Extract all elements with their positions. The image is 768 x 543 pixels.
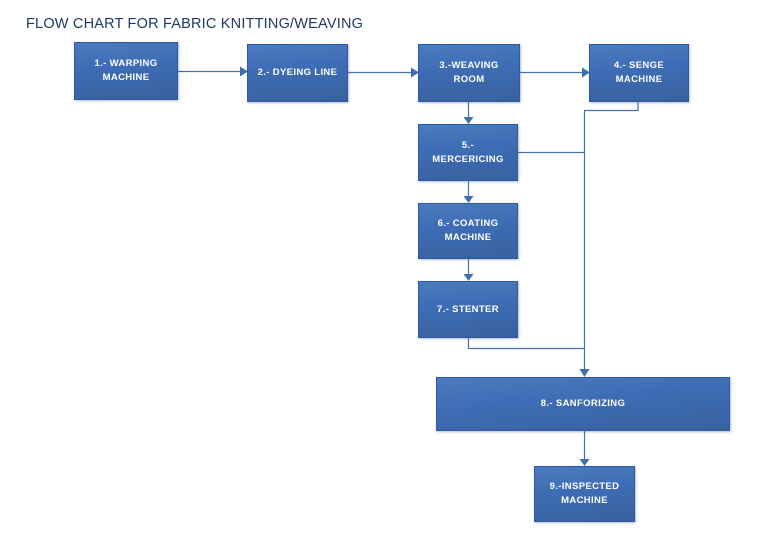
node-label-line: 2.- DYEING LINE (257, 67, 338, 79)
edge-warping-to-dyeing (178, 66, 248, 77)
node-label-line: 4.- SENGE (613, 60, 665, 72)
node-stenter[interactable]: 7.- STENTER (418, 281, 518, 338)
node-label-line: MACHINE (615, 74, 663, 85)
edge-weaving-to-mercericing (463, 102, 474, 124)
node-label-line: MACHINE (561, 495, 608, 506)
node-dyeing-line[interactable]: 2.- DYEING LINE (247, 44, 348, 102)
node-label-line: MACHINE (102, 72, 150, 83)
node-sanforizing[interactable]: 8.- SANFORIZING (436, 377, 730, 431)
edge-dyeing-to-weaving (348, 67, 419, 78)
node-senge-machine[interactable]: 4.- SENGE MACHINE (589, 44, 689, 102)
node-label-line: 3.-WEAVING ROOM (439, 60, 499, 85)
node-label-line: 5.- MERCERICING (432, 139, 504, 165)
node-label-line: 6.- COATING (437, 218, 499, 230)
node-inspected-machine[interactable]: 9.-INSPECTED MACHINE (534, 466, 635, 522)
edge-stenter-to-trunk (467, 338, 585, 350)
node-label-line: 1.- WARPING (94, 58, 158, 70)
edge-mercericing-to-coating (463, 181, 474, 203)
edge-weaving-to-senge (520, 67, 590, 78)
edge-senge-to-sanforizing (579, 102, 639, 377)
node-label-line: 7.- STENTER (437, 303, 499, 315)
page-title: FLOW CHART FOR FABRIC KNITTING/WEAVING (26, 16, 364, 32)
node-warping-machine[interactable]: 1.- WARPING MACHINE (74, 42, 178, 100)
node-weaving-room[interactable]: 3.-WEAVING ROOM (418, 44, 520, 102)
node-label-line: MACHINE (444, 232, 492, 243)
node-label-line: 9.-INSPECTED (549, 481, 620, 493)
node-label-line: 8.- SANFORIZING (540, 398, 626, 410)
node-coating-machine[interactable]: 6.- COATING MACHINE (418, 203, 518, 259)
edge-sanforizing-to-inspected (579, 431, 590, 466)
edge-coating-to-stenter (463, 259, 474, 281)
node-mercericing[interactable]: 5.- MERCERICING (418, 124, 518, 181)
